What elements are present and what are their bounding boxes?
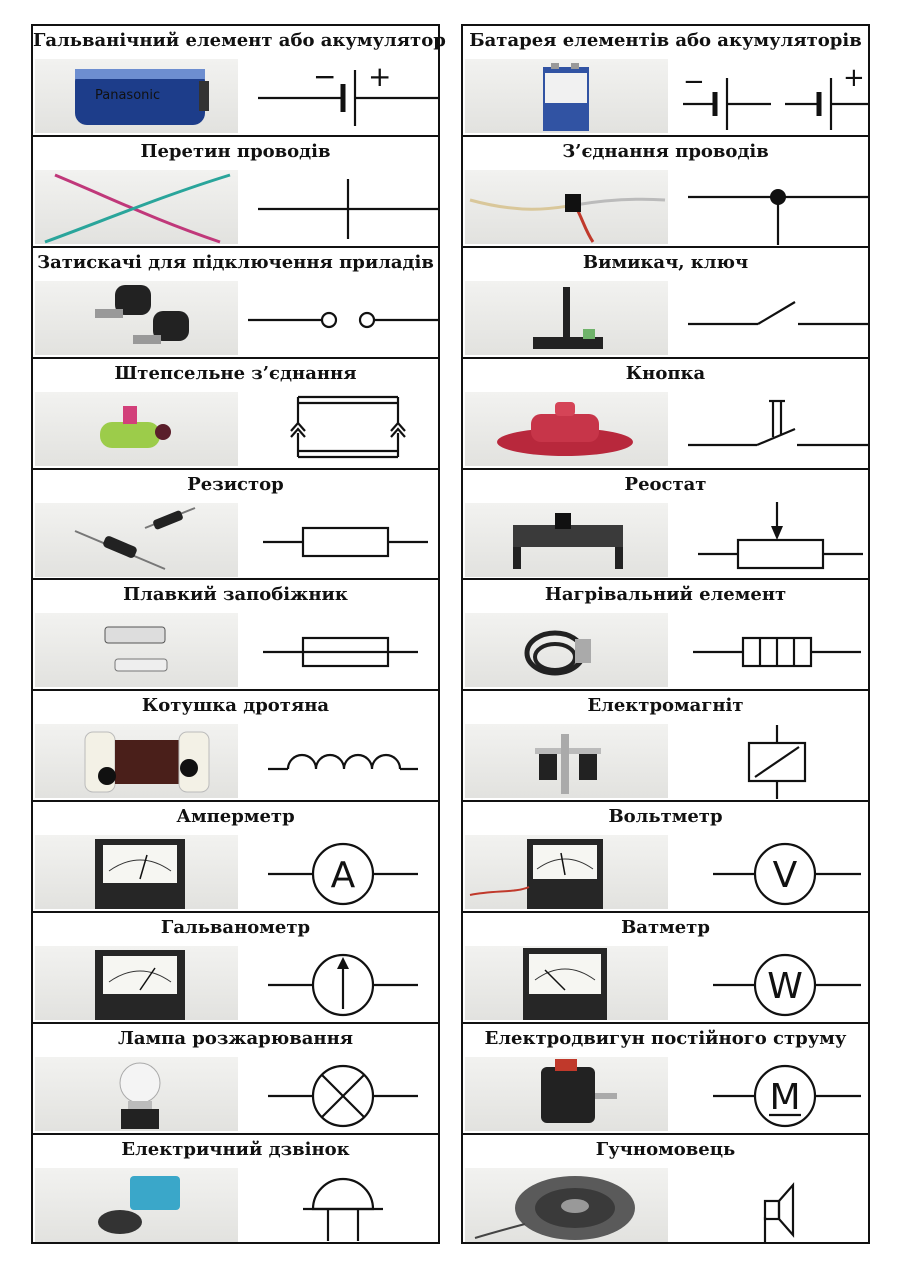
cell-title: Штепсельне з’єднання — [114, 362, 357, 384]
symbol-ammeter: A — [243, 832, 438, 910]
cell-galvanic-element: Гальванічний елемент або акумулятор Pana… — [33, 26, 446, 137]
cell-title: Амперметр — [176, 806, 295, 828]
symbol-electromagnet — [673, 721, 868, 800]
symbol-battery: − + — [673, 56, 868, 134]
symbol-loudspeaker — [673, 1165, 868, 1243]
symbol-plug-connection — [243, 389, 438, 467]
symbol-terminals — [243, 278, 438, 356]
symbol-resistor — [243, 500, 438, 578]
photo-dc-motor — [465, 1057, 668, 1132]
photo-loudspeaker — [465, 1167, 668, 1242]
symbol-voltmeter: V — [673, 832, 868, 910]
motor-letter: M — [769, 1077, 800, 1118]
minus-sign: − — [313, 60, 336, 93]
photo-fuse — [35, 613, 238, 688]
cell-terminals: Затискачі для підключення приладів — [33, 248, 438, 359]
photo-plug-connection — [35, 391, 238, 466]
photo-wire-coil — [35, 724, 238, 799]
symbol-rheostat — [673, 500, 868, 578]
cell-title: З’єднання проводів — [562, 140, 769, 162]
photo-voltmeter — [465, 835, 668, 910]
symbol-wire-coil — [243, 721, 438, 799]
symbol-incandescent-lamp — [243, 1054, 438, 1132]
cell-title: Реостат — [624, 473, 707, 495]
symbol-galvanometer — [243, 943, 438, 1021]
voltmeter-letter: V — [773, 855, 798, 896]
cell-electromagnet: Електромагніт — [463, 691, 868, 803]
cell-title: Перетин проводів — [140, 140, 331, 162]
cell-wire-crossing: Перетин проводів — [33, 137, 438, 248]
cell-ammeter: Амперметр A — [33, 802, 438, 914]
photo-brand-text: Panasonic — [95, 88, 160, 103]
photo-wire-junction — [465, 169, 668, 244]
symbol-wattmeter: W — [673, 943, 868, 1021]
right-column: Батарея елементів або акумуляторів − + — [461, 24, 870, 1244]
symbol-button — [673, 389, 868, 467]
cell-title: Вимикач, ключ — [582, 251, 749, 273]
cell-incandescent-lamp: Лампа розжарювання — [33, 1024, 438, 1135]
photo-wire-crossing — [35, 169, 238, 244]
cell-battery: Батарея елементів або акумуляторів − + — [463, 26, 868, 137]
cell-heating-element: Нагрівальний елемент — [463, 580, 868, 692]
cell-title: Гучномовець — [595, 1138, 736, 1160]
cell-title: Затискачі для підключення приладів — [37, 251, 434, 273]
cell-title: Гальванічний елемент або акумулятор — [33, 30, 446, 51]
photo-galvanic-element: Panasonic — [35, 59, 238, 133]
photo-electric-bell — [35, 1167, 238, 1242]
cell-galvanometer: Гальванометр — [33, 913, 438, 1025]
photo-resistor — [35, 502, 238, 577]
cell-electric-bell: Електричний дзвінок — [33, 1135, 438, 1246]
symbol-fuse — [243, 610, 438, 688]
cell-title: Резистор — [187, 473, 284, 495]
cell-title: Електричний дзвінок — [121, 1138, 350, 1160]
cell-switch: Вимикач, ключ — [463, 248, 868, 359]
cell-title: Лампа розжарювання — [117, 1028, 354, 1050]
cell-title: Вольтметр — [608, 806, 723, 828]
cell-loudspeaker: Гучномовець — [463, 1135, 868, 1246]
cell-wire-junction: З’єднання проводів — [463, 137, 868, 248]
cell-voltmeter: Вольтметр V — [463, 802, 868, 914]
photo-rheostat — [465, 502, 668, 577]
cell-plug-connection: Штепсельне з’єднання — [33, 359, 438, 470]
photo-wattmeter — [465, 946, 668, 1021]
symbol-electric-bell — [243, 1165, 438, 1243]
ammeter-letter: A — [331, 855, 356, 896]
photo-switch — [465, 280, 668, 355]
cell-rheostat: Реостат — [463, 470, 868, 581]
cell-resistor: Резистор — [33, 470, 438, 581]
cell-title: Гальванометр — [160, 917, 311, 939]
symbol-wire-junction — [673, 167, 868, 245]
cell-title: Електродвигун постійного струму — [484, 1028, 847, 1050]
cell-title: Нагрівальний елемент — [544, 584, 787, 606]
photo-ammeter — [35, 835, 238, 910]
photo-terminals — [35, 280, 238, 355]
symbol-switch — [673, 278, 868, 356]
cell-title: Плавкий запобіжник — [123, 584, 348, 606]
cell-wattmeter: Ватметр W — [463, 913, 868, 1025]
cell-title: Котушка дротяна — [141, 695, 330, 717]
symbol-wire-crossing — [243, 167, 438, 245]
symbol-heating-element — [673, 610, 868, 688]
left-column: Гальванічний елемент або акумулятор Pana… — [31, 24, 446, 1246]
cell-wire-coil: Котушка дротяна — [33, 691, 438, 803]
symbol-galvanic-element: − + — [243, 56, 438, 134]
photo-galvanometer — [35, 946, 238, 1021]
plus-sign: + — [368, 60, 391, 93]
photo-incandescent-lamp — [35, 1057, 238, 1132]
cell-title: Електромагніт — [587, 695, 744, 717]
photo-heating-element — [465, 613, 668, 688]
cell-dc-motor: Електродвигун постійного струму M — [463, 1024, 868, 1135]
cell-button: Кнопка — [463, 359, 868, 470]
minus-sign: − — [683, 67, 705, 97]
photo-electromagnet — [465, 724, 668, 799]
photo-button — [465, 391, 668, 466]
cell-title: Ватметр — [621, 917, 710, 939]
photo-battery — [465, 59, 668, 133]
cell-title: Батарея елементів або акумуляторів — [469, 30, 862, 51]
symbol-dc-motor: M — [673, 1054, 868, 1132]
cell-fuse: Плавкий запобіжник — [33, 580, 438, 692]
wattmeter-letter: W — [767, 966, 803, 1007]
plus-sign: + — [843, 63, 865, 93]
cell-title: Кнопка — [625, 362, 706, 384]
